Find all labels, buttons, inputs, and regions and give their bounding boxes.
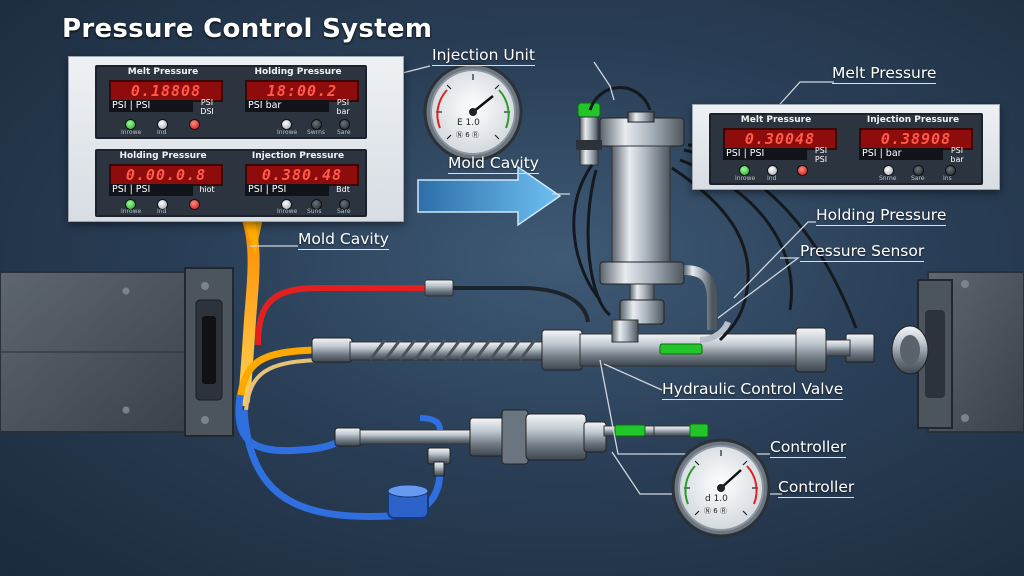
unit-label-alt: Bdt: [336, 185, 350, 194]
right-machine-housing: [917, 271, 1024, 433]
button-caption: Inrowe: [121, 129, 142, 136]
adjust-button[interactable]: [311, 119, 322, 130]
callout-mold-cavity-arrow: Mold Cavity: [448, 154, 539, 174]
button-caption: Sare: [337, 208, 351, 215]
gauge-top-subtext: Ⓝ 6 Ⓡ: [456, 131, 479, 139]
button-caption: Snrne: [879, 175, 897, 182]
button-caption: Ind: [157, 208, 167, 215]
display-module-bottom: Holding Pressure 0.00.0.8 PSI | PSI hiot…: [95, 149, 367, 217]
unit-label: PSI | PSI: [245, 184, 329, 196]
button-caption: Sare: [337, 129, 351, 136]
display-module-right: Melt Pressure 0.30048 PSI | PSI PSI PSI …: [709, 113, 983, 185]
callout-melt-pressure: Melt Pressure: [832, 64, 937, 84]
hydraulic-valve-assembly: [334, 409, 709, 477]
callout-mold-cavity: Mold Cavity: [298, 230, 389, 250]
gauge-bottom-subtext: Ⓝ 6 Ⓡ: [704, 507, 727, 515]
page-title: Pressure Control System: [62, 14, 433, 44]
start-button[interactable]: [739, 165, 750, 176]
adjust-button[interactable]: [913, 165, 924, 176]
display-label: Injection Pressure: [251, 151, 345, 161]
mode-button[interactable]: [157, 119, 168, 130]
button-caption: Suns: [307, 208, 322, 215]
unit-label-alt: hiot: [199, 185, 215, 194]
stop-button[interactable]: [189, 119, 200, 130]
stop-button[interactable]: [189, 199, 200, 210]
control-panel-left: Melt Pressure 0.18808 PSI | PSI PSI DSI …: [68, 56, 404, 222]
digital-readout: 0.00.0.8: [109, 164, 223, 186]
button-caption: Inrowe: [121, 208, 142, 215]
adjust-button[interactable]: [311, 199, 322, 210]
stop-button[interactable]: [797, 165, 808, 176]
unit-label-alt: PSI bar: [336, 98, 350, 116]
callout-injection-unit: Injection Unit: [432, 46, 535, 66]
callout-pressure-sensor: Pressure Sensor: [800, 242, 925, 262]
button-caption: Inrowe: [735, 175, 756, 182]
button-caption: Ind: [767, 175, 777, 182]
digital-readout: 0.380.48: [245, 164, 359, 186]
mode-button[interactable]: [157, 199, 168, 210]
gauge-bottom-reading: d 1.0: [705, 494, 728, 504]
pressure-transducer: [576, 102, 602, 166]
unit-label: PSI bar: [245, 100, 329, 112]
button-caption: Sare: [911, 175, 925, 182]
button-caption: Swrns: [307, 129, 326, 136]
unit-label-alt: PSI DSI: [200, 98, 214, 116]
display-label: Holding Pressure: [254, 67, 342, 77]
unit-label: PSI | PSI: [723, 148, 807, 160]
unit-label-alt: PSI bar: [950, 146, 964, 164]
button-caption: Ind: [157, 129, 167, 136]
callout-hydraulic-control-valve: Hydraulic Control Valve: [662, 380, 844, 400]
pressure-gauge-bottom: [671, 438, 771, 538]
flow-arrow: [417, 165, 562, 227]
unit-label: PSI | bar: [859, 148, 943, 160]
select-button[interactable]: [883, 165, 894, 176]
set-button[interactable]: [339, 199, 350, 210]
button-caption: Inrowe: [277, 208, 298, 215]
select-button[interactable]: [281, 119, 292, 130]
set-button[interactable]: [339, 119, 350, 130]
gauge-top-reading: E 1.0: [457, 118, 480, 128]
left-machine-housing: [0, 267, 234, 437]
display-label: Melt Pressure: [127, 67, 199, 77]
set-button[interactable]: [945, 165, 956, 176]
blue-hose: [235, 394, 349, 455]
display-label: Injection Pressure: [866, 115, 960, 125]
injection-cylinder: [599, 111, 685, 343]
start-button[interactable]: [125, 199, 136, 210]
callout-controller-1: Controller: [770, 438, 847, 458]
callout-holding-pressure: Holding Pressure: [816, 206, 947, 226]
red-line: [255, 285, 430, 346]
mode-button[interactable]: [767, 165, 778, 176]
unit-label: PSI | PSI: [109, 184, 193, 196]
select-button[interactable]: [281, 199, 292, 210]
button-caption: Inrowe: [277, 129, 298, 136]
display-module-top: Melt Pressure 0.18808 PSI | PSI PSI DSI …: [95, 65, 367, 139]
start-button[interactable]: [125, 119, 136, 130]
control-panel-right: Melt Pressure 0.30048 PSI | PSI PSI PSI …: [692, 104, 1000, 190]
button-caption: Ins: [943, 175, 952, 182]
callout-controller-2: Controller: [778, 478, 855, 498]
pressure-gauge-top: [423, 62, 523, 162]
display-label: Holding Pressure: [119, 151, 207, 161]
unit-label-alt: PSI PSI: [814, 146, 828, 164]
display-label: Melt Pressure: [740, 115, 812, 125]
unit-label: PSI | PSI: [109, 100, 193, 112]
